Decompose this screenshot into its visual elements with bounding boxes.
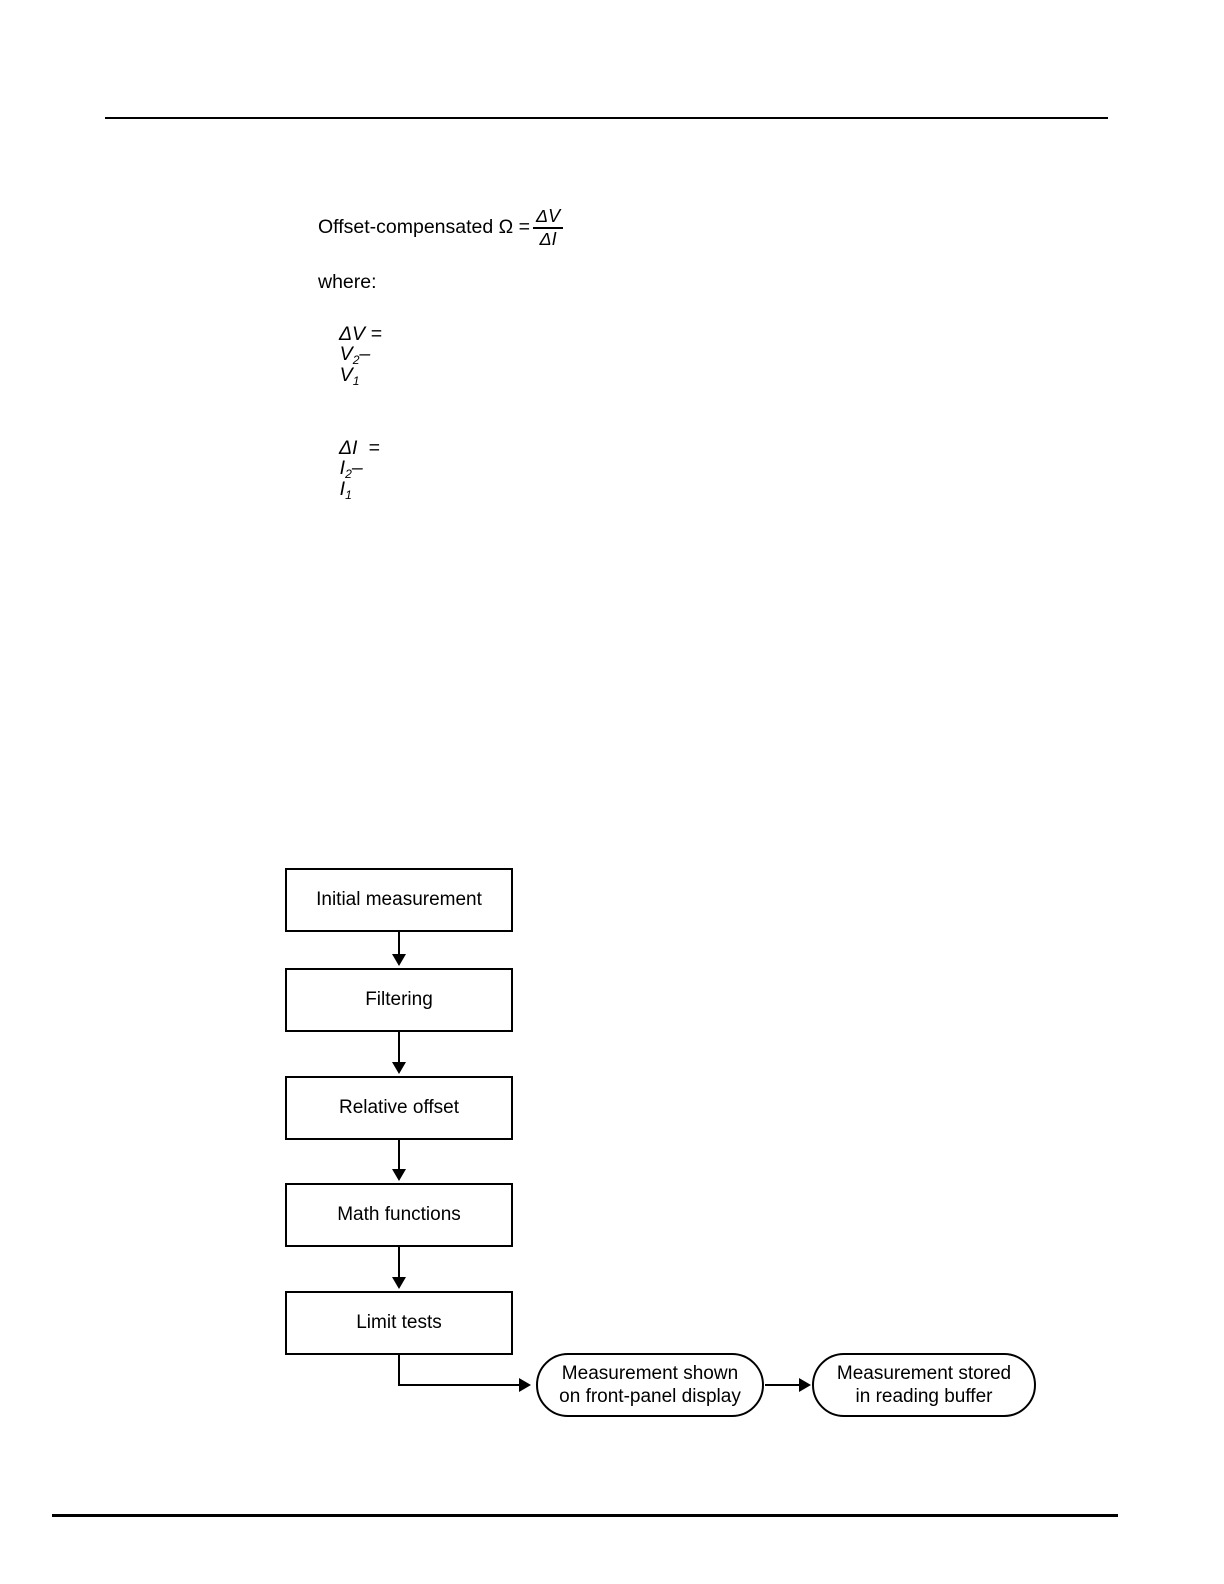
connector-limit-tests-elbow-horizontal [398, 1384, 521, 1386]
fraction-bar [533, 227, 564, 229]
flow-step-initial-measurement: Initial measurement [285, 868, 513, 932]
definition-term2-base: V [339, 363, 353, 386]
definition-operator: – [351, 456, 363, 479]
flow-output-measurement-stored: Measurement stored in reading buffer [812, 1353, 1036, 1417]
definition-term1-sub: 2 [345, 466, 352, 481]
definition-term1-base: V [339, 342, 353, 365]
arrowhead-down-icon [392, 1169, 406, 1181]
arrowhead-right-icon [799, 1378, 811, 1392]
definition-delta-i: ΔI = I2– I1 [318, 420, 778, 521]
flow-step-label: Relative offset [338, 1097, 460, 1119]
flow-output-text: Measurement stored in reading buffer [837, 1362, 1011, 1408]
definition-lhs: ΔV [338, 323, 366, 345]
flow-output-measurement-shown: Measurement shown on front-panel display [536, 1353, 764, 1417]
flow-step-label: Limit tests [356, 1312, 442, 1334]
footer-rule [52, 1514, 1118, 1517]
flow-step-label: Filtering [365, 989, 433, 1011]
definition-term1-base: I [339, 456, 346, 479]
offset-compensated-formula: Offset-compensated Ω = ΔV ΔI [318, 205, 778, 251]
delta-v-over-delta-i-fraction: ΔV ΔI [533, 206, 564, 249]
flow-step-filtering: Filtering [285, 968, 513, 1032]
connector-initial-to-filtering [398, 932, 400, 956]
arrowhead-down-icon [392, 1277, 406, 1289]
connector-relative-offset-to-math [398, 1140, 400, 1172]
definition-operator: – [359, 342, 371, 365]
definition-equals: = [368, 437, 380, 460]
flow-output-text: Measurement shown on front-panel display [559, 1362, 741, 1408]
flow-step-math-functions: Math functions [285, 1183, 513, 1247]
connector-shown-to-stored [765, 1384, 803, 1386]
formula-lead-text: Offset-compensated Ω = [318, 216, 531, 239]
connector-limit-tests-elbow-vertical [398, 1355, 400, 1385]
where-label: where: [318, 271, 377, 293]
flow-step-limit-tests: Limit tests [285, 1291, 513, 1355]
fraction-numerator: ΔV [536, 206, 561, 227]
flow-output-line-2: on front-panel display [559, 1386, 741, 1407]
connector-math-to-limit-tests [398, 1247, 400, 1279]
flow-output-line-1: Measurement stored [836, 1362, 1012, 1384]
flow-step-label: Initial measurement [316, 889, 482, 911]
definition-term2-sub: 1 [345, 488, 352, 503]
definition-lhs: ΔI [338, 437, 358, 460]
flow-step-label: Math functions [337, 1204, 461, 1226]
arrowhead-down-icon [392, 1062, 406, 1074]
definition-term2-base: I [339, 477, 346, 500]
connector-filtering-to-relative-offset [398, 1032, 400, 1064]
formula-block: Offset-compensated Ω = ΔV ΔI where: ΔV =… [318, 205, 778, 521]
flow-step-relative-offset: Relative offset [285, 1076, 513, 1140]
definition-delta-v: ΔV = V2– V1 [318, 306, 778, 407]
definition-term1-sub: 2 [352, 352, 360, 367]
fraction-denominator: ΔI [539, 228, 557, 249]
definition-term2-sub: 1 [352, 374, 360, 389]
header-rule [105, 117, 1108, 119]
arrowhead-right-icon [519, 1378, 531, 1392]
flow-output-line-1: Measurement shown [561, 1362, 739, 1384]
definition-equals: = [370, 323, 382, 345]
flow-output-line-2: in reading buffer [855, 1386, 993, 1407]
arrowhead-down-icon [392, 954, 406, 966]
